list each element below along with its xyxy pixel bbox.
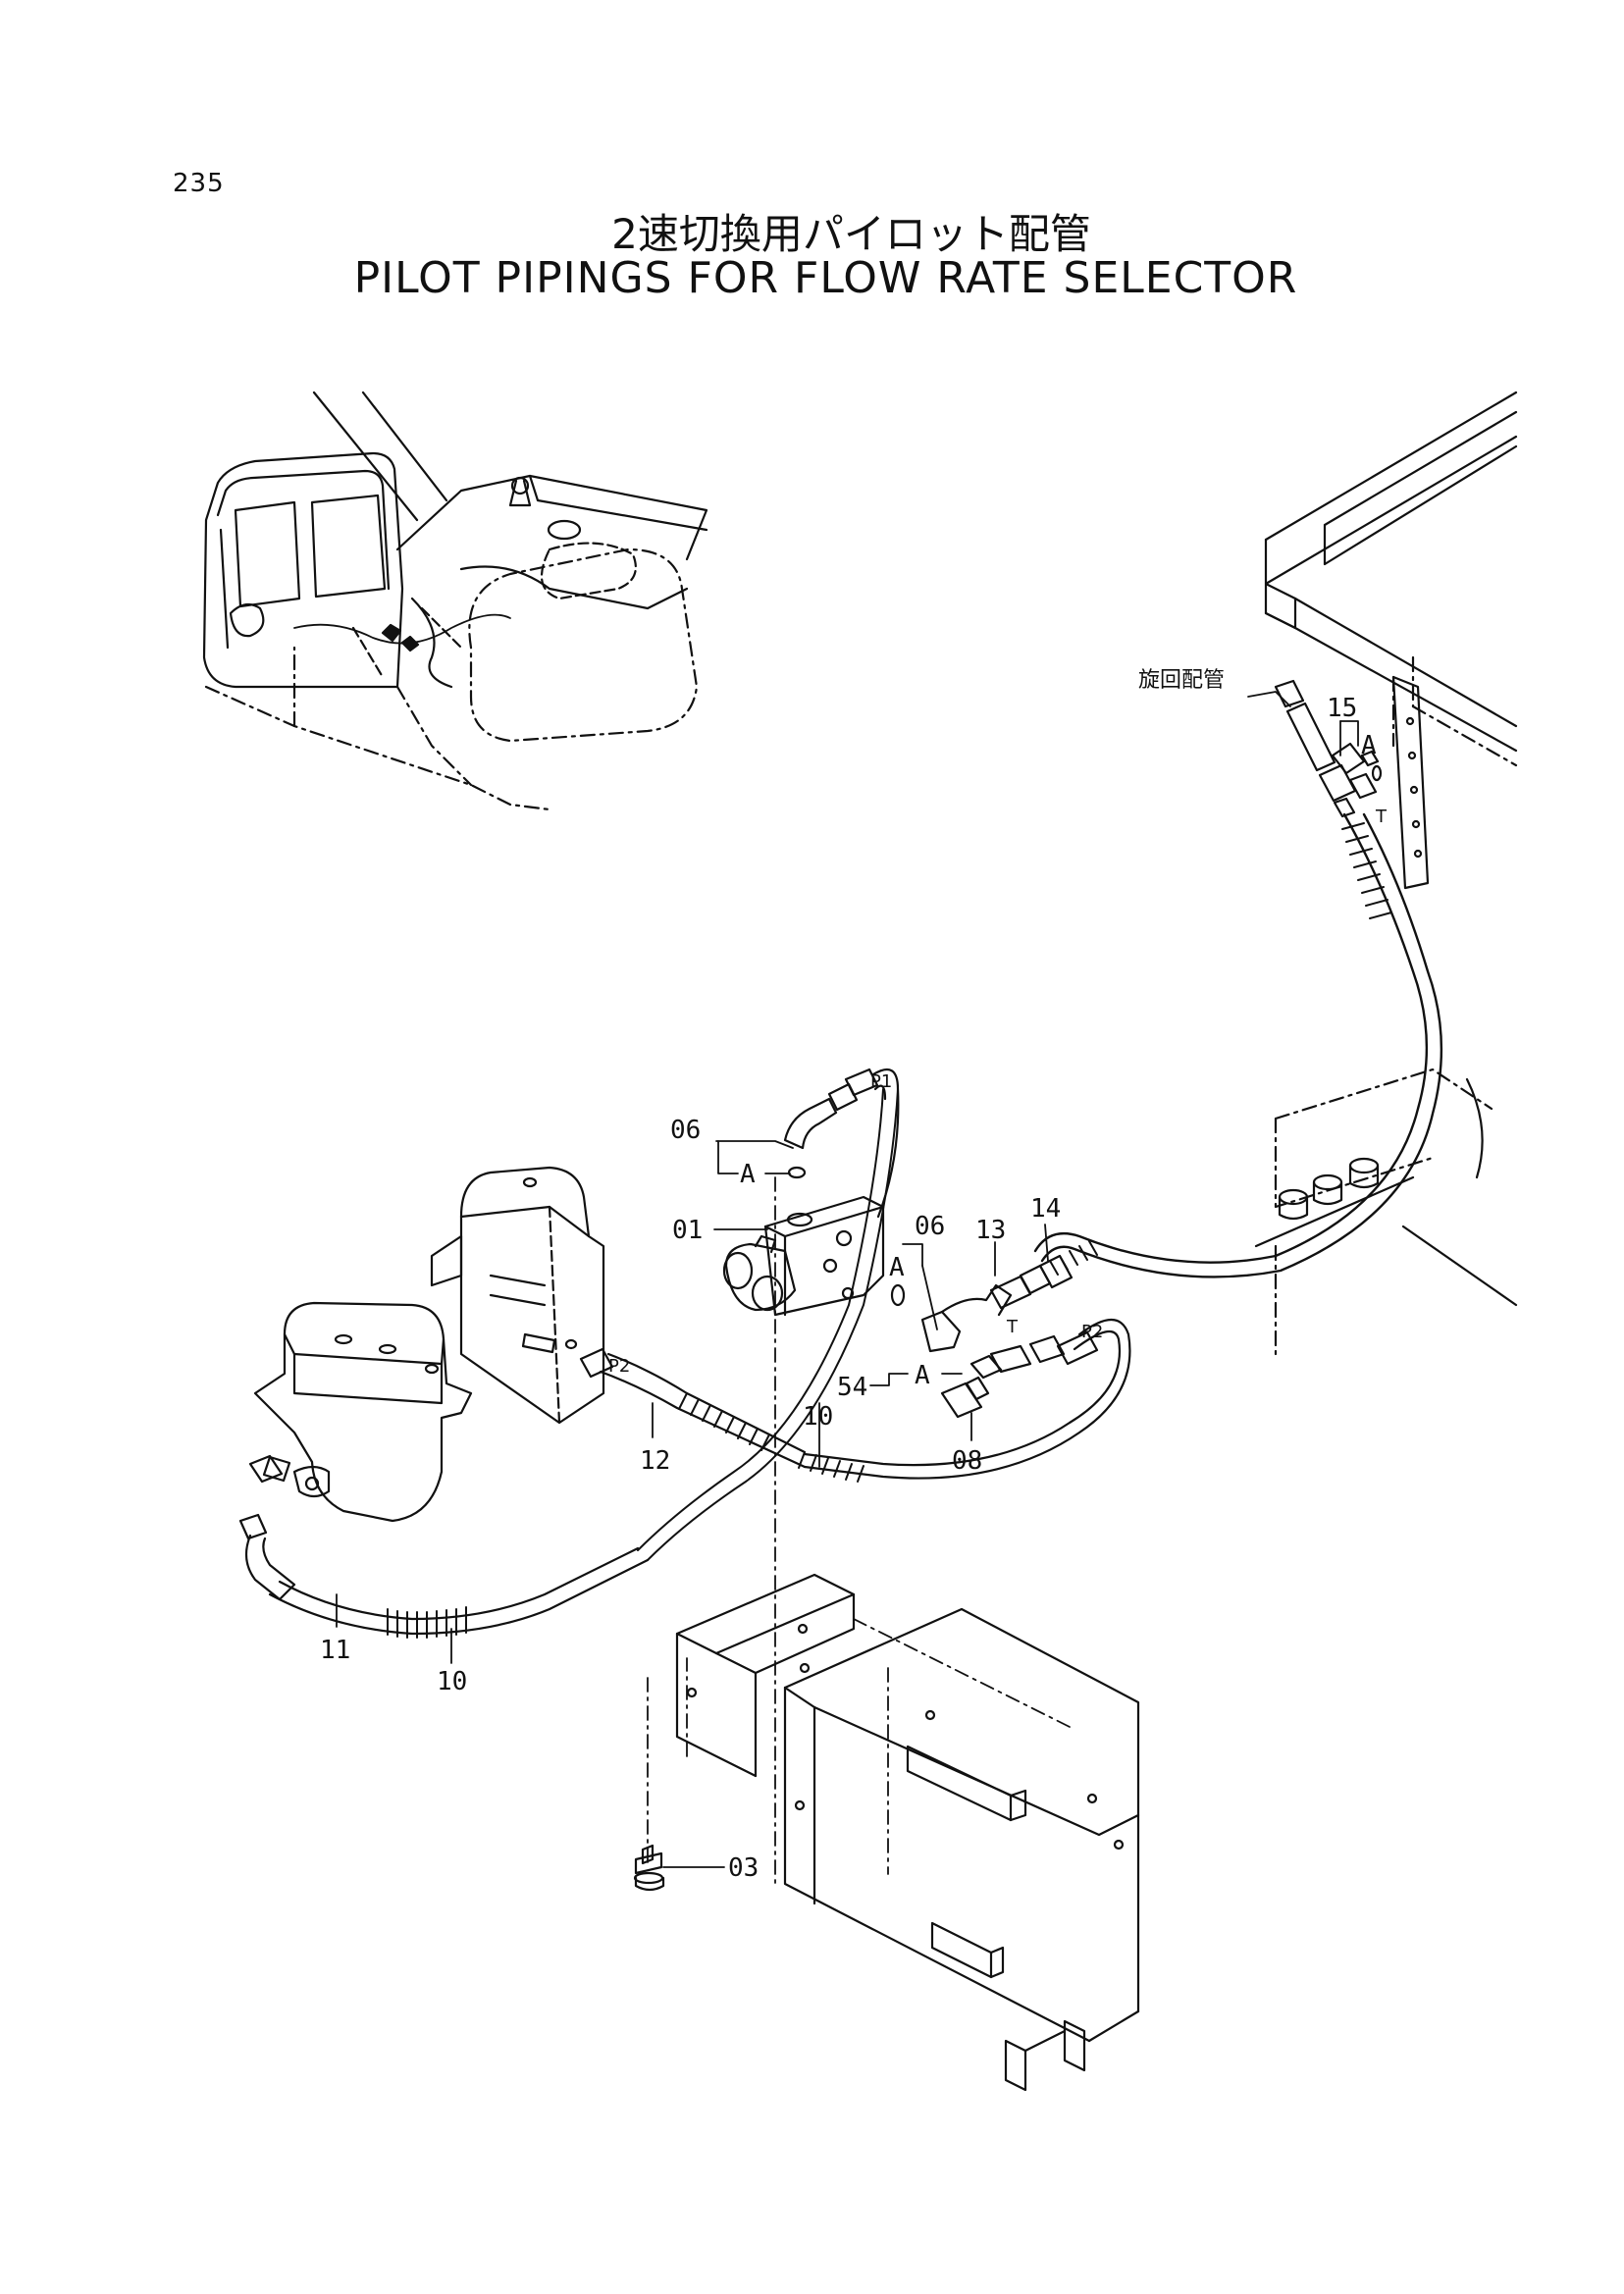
callout-11: 11 bbox=[320, 1636, 350, 1665]
mounting-bracket bbox=[633, 1573, 1140, 2092]
port-label-a-54: A bbox=[915, 1361, 930, 1390]
callout-10-right: 10 bbox=[803, 1402, 833, 1432]
callout-08: 08 bbox=[952, 1446, 982, 1476]
title-english: PILOT PIPINGS FOR FLOW RATE SELECTOR bbox=[353, 253, 1298, 303]
port-label-a-top: A bbox=[740, 1160, 756, 1189]
page-number: 235 bbox=[173, 169, 225, 198]
port-label-p2-left: P2 bbox=[608, 1356, 630, 1377]
port-label-t-right: T bbox=[1375, 807, 1388, 827]
callout-06-right: 06 bbox=[915, 1212, 945, 1241]
callout-01: 01 bbox=[672, 1216, 703, 1245]
callout-06-top: 06 bbox=[670, 1116, 701, 1145]
callout-15: 15 bbox=[1327, 694, 1357, 723]
callout-54: 54 bbox=[837, 1373, 867, 1402]
port-label-p1: P1 bbox=[870, 1071, 892, 1092]
title-japanese: 2速切換用パイロット配管 bbox=[611, 210, 1091, 258]
left-control-valves bbox=[238, 1166, 864, 1639]
port-label-a-right: A bbox=[889, 1253, 905, 1282]
leader-lines bbox=[336, 691, 1359, 1868]
callout-12: 12 bbox=[640, 1446, 670, 1476]
port-label-p2-right: P2 bbox=[1081, 1322, 1103, 1342]
excavator-overview-illustration bbox=[202, 391, 708, 811]
callout-labels: 06 A P1 01 06 A 13 14 T P2 54 A 08 P2 12… bbox=[320, 668, 1388, 1883]
callout-03: 03 bbox=[728, 1853, 759, 1883]
callout-14: 14 bbox=[1030, 1194, 1061, 1224]
callout-10-bottom: 10 bbox=[437, 1667, 467, 1696]
port-label-a-15: A bbox=[1361, 731, 1377, 760]
port-label-t-center: T bbox=[1006, 1317, 1019, 1337]
valve-block-01 bbox=[637, 1068, 1131, 1885]
note-swing-piping: 旋回配管 bbox=[1138, 668, 1225, 693]
hose-14 bbox=[1033, 679, 1443, 1278]
callout-13: 13 bbox=[975, 1216, 1006, 1245]
upper-frame-illustration bbox=[1254, 391, 1518, 1356]
